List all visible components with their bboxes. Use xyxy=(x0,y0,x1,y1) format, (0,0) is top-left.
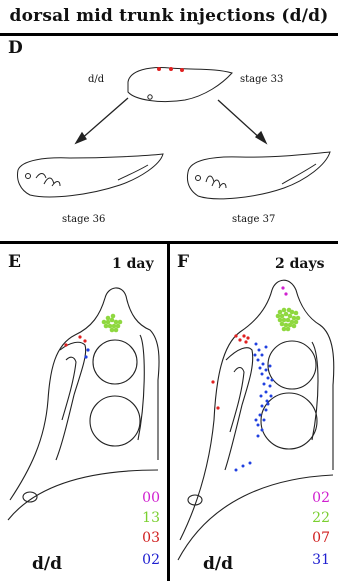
panel-f-count-red: 07 xyxy=(290,530,330,546)
panel-e-count-red: 03 xyxy=(120,530,160,546)
panel-e-count-green: 13 xyxy=(120,510,160,526)
panel-f-count-blue: 31 xyxy=(290,552,330,568)
panel-e-count-blue: 02 xyxy=(120,552,160,568)
panel-e-genotype: d/d xyxy=(32,554,62,574)
panel-f-count-magenta: 02 xyxy=(290,490,330,506)
panel-f-genotype: d/d xyxy=(203,554,233,574)
panel-f-letter: F xyxy=(177,252,189,272)
panel-f-green-cells xyxy=(276,308,301,332)
panel-divider-v xyxy=(167,241,170,581)
panel-f-time: 2 days xyxy=(275,256,325,272)
panel-e-count-magenta: 00 xyxy=(120,490,160,506)
panel-e-time: 1 day xyxy=(112,256,154,272)
arrows xyxy=(76,98,266,143)
panel-e-section xyxy=(8,288,159,520)
stage-37-embryo xyxy=(187,152,330,199)
panel-f-count-green: 22 xyxy=(290,510,330,526)
panel-e-green-cells xyxy=(102,314,123,333)
panel-f-magenta-cells xyxy=(281,286,287,295)
stage-36-embryo xyxy=(18,154,164,197)
panel-e-letter: E xyxy=(8,252,21,272)
stage-33-embryo xyxy=(128,68,232,102)
panel-f-blue-cells xyxy=(235,343,274,472)
